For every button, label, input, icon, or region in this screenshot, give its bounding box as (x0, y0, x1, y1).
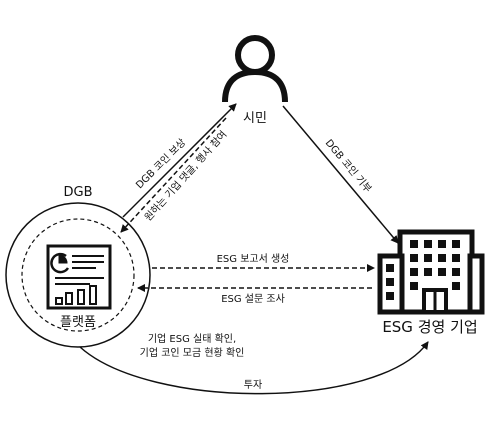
edge-label-investment: 투자 (244, 379, 262, 391)
company-node: ESG 경영 기업 (377, 229, 485, 336)
citizen-label: 시민 (243, 111, 267, 126)
platform-inner-dashed-circle (21, 218, 135, 332)
edge-label-esg-survey: ESG 설문 조사 (221, 293, 285, 305)
citizen-node: 시민 (222, 35, 288, 126)
edge-label-dgb-coin-donation: DGB 코인 기부 (323, 137, 374, 195)
edge-citizen-to-company (282, 105, 399, 244)
edge-dgb-to-citizen (122, 103, 237, 218)
note-esg-status-check: 기업 ESG 실태 확인, (148, 332, 236, 345)
platform-outer-circle (5, 202, 151, 348)
edge-investment (79, 341, 429, 395)
dgb-node: DGB 플랫폼 (5, 185, 151, 348)
edge-label-esg-report: ESG 보고서 생성 (217, 253, 290, 265)
platform-label: 플랫폼 (60, 315, 96, 330)
building-icon (377, 229, 485, 315)
dgb-label: DGB (63, 185, 92, 200)
note-coin-status-check: 기업 코인 모금 현황 확인 (140, 346, 245, 359)
edge-citizen-to-dgb (120, 117, 227, 233)
dashboard-icon (46, 244, 112, 310)
person-icon (222, 35, 288, 103)
company-label: ESG 경영 기업 (382, 318, 477, 336)
